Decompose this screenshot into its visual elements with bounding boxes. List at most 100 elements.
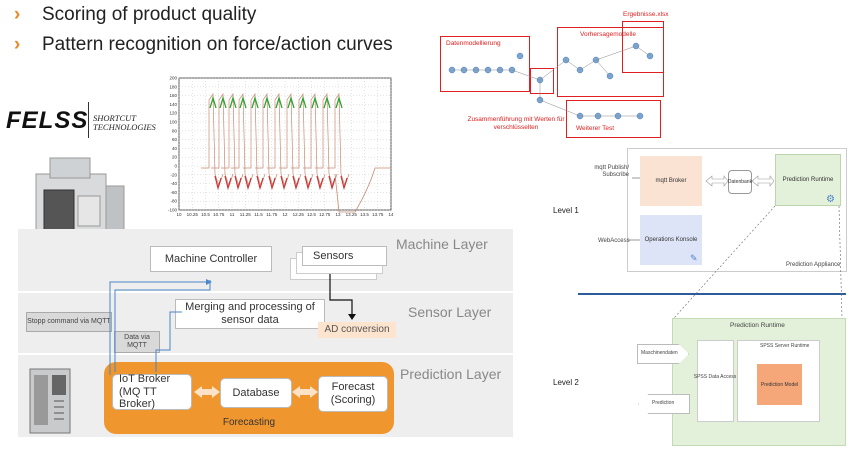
level-divider <box>578 293 846 295</box>
y-tick-label: -60 <box>170 190 177 195</box>
machine-layer-title: Machine Layer <box>396 236 488 252</box>
webaccess-label: WebAccess <box>598 238 630 244</box>
green-peak-marker <box>335 95 343 109</box>
mqtt-publish-label: mqtt Publish/ Subscribe <box>594 165 629 179</box>
machine-data-arrow <box>637 344 689 364</box>
y-tick-label: -40 <box>170 181 177 186</box>
green-peak-marker <box>299 95 307 109</box>
plc-device-image <box>28 367 72 435</box>
red-dip-marker <box>340 175 348 191</box>
x-tick-label: 12.75 <box>319 212 331 217</box>
green-peak-marker <box>251 95 259 109</box>
prediction-model-box: Prediction Model <box>757 364 802 405</box>
datenmodellierung-box <box>440 36 530 92</box>
red-dip-marker <box>280 175 288 191</box>
x-tick-label: 13.75 <box>372 212 384 217</box>
machine-data-label: Maschinendaten <box>641 350 678 356</box>
red-dip-marker <box>268 175 276 191</box>
y-tick-label: 60 <box>172 137 178 142</box>
sensor-layer-title: Sensor Layer <box>408 304 492 320</box>
mqtt-broker-box: mqtt Broker <box>640 156 702 206</box>
y-tick-label: 100 <box>169 120 177 125</box>
x-tick-label: 13 <box>335 212 341 217</box>
database-box: Database <box>220 378 292 408</box>
x-tick-label: 10 <box>176 212 182 217</box>
ad-conversion-box: AD conversion <box>318 322 396 338</box>
spss-access-label: SPSS Data Access <box>693 374 737 380</box>
data-via-mqtt-callout: Data via MQTT <box>114 331 160 353</box>
red-dip-marker <box>244 175 252 191</box>
x-tick-label: 13.25 <box>346 212 358 217</box>
x-tick-label: 13.5 <box>360 212 369 217</box>
red-dip-marker <box>316 175 324 191</box>
stop-command-callout: Stopp command via MQTT <box>26 312 112 332</box>
red-dip-marker <box>256 175 264 191</box>
x-tick-label: 11 <box>230 212 235 217</box>
green-peak-marker <box>323 95 331 109</box>
datenmodellierung-label: Datenmodellierung <box>446 40 501 47</box>
x-tick-label: 12.25 <box>293 212 305 217</box>
red-dip-marker <box>214 175 222 191</box>
level1-label: Level 1 <box>553 206 579 215</box>
weiterer-test-box <box>566 100 661 138</box>
felss-logo: FELSS <box>6 107 89 134</box>
red-dip-marker <box>328 175 336 191</box>
y-tick-label: 20 <box>172 155 178 160</box>
x-tick-label: 12 <box>282 212 288 217</box>
green-peak-marker <box>263 95 271 109</box>
green-peak-marker <box>219 95 227 109</box>
bullet-quality: › Scoring of product quality <box>14 4 256 26</box>
y-tick-label: -20 <box>170 172 177 177</box>
datastore-box: Datenbank <box>728 170 752 194</box>
workflow-diagram: Datenmodellierung Vorhersagemodelle Erge… <box>440 0 669 140</box>
prediction-layer-title: Prediction Layer <box>400 366 502 382</box>
bullet-text: Scoring of product quality <box>42 4 257 25</box>
y-tick-label: 80 <box>172 128 178 133</box>
merging-processing-box: Merging and processing of sensor data <box>175 299 325 329</box>
chevron-icon: › <box>14 34 21 55</box>
red-dip-marker <box>224 175 232 191</box>
green-peak-marker <box>287 95 295 109</box>
prediction-label: Prediction <box>652 400 675 406</box>
runtime-container-label: Prediction Runtime <box>730 322 785 329</box>
red-dip-marker <box>234 175 242 191</box>
red-dip-marker <box>304 175 312 191</box>
operations-console-box: Operations Konsole <box>640 215 702 265</box>
x-tick-label: 10.5 <box>201 212 210 217</box>
prediction-runtime-box: Prediction Runtime <box>775 154 841 206</box>
red-dip-marker <box>292 175 300 191</box>
merge-note: Zusammenführung mit Werten für verschlüs… <box>467 116 565 131</box>
logo-divider <box>88 102 89 138</box>
y-tick-label: 0 <box>174 164 177 169</box>
x-tick-label: 12.5 <box>307 212 316 217</box>
tagline-line-2: TECHNOLOGIES <box>93 122 156 133</box>
y-tick-label: 120 <box>169 111 177 116</box>
y-tick-label: 160 <box>169 93 177 98</box>
x-tick-label: 11.5 <box>254 212 263 217</box>
y-tick-label: 40 <box>172 146 178 151</box>
x-tick-label: 14 <box>388 212 394 217</box>
sensors-box: Sensors <box>302 246 387 266</box>
bullet-pattern: ›Pattern recognition on force/action cur… <box>14 34 393 56</box>
y-tick-label: -100 <box>168 208 178 213</box>
green-peak-marker <box>209 95 217 109</box>
y-tick-label: 140 <box>169 102 177 107</box>
gear-icon: ⚙ <box>826 194 835 205</box>
green-peak-marker <box>275 95 283 109</box>
spss-access-box <box>697 340 734 422</box>
spss-runtime-label: SPSS Server Runtime <box>760 343 810 349</box>
vorhersagemodelle-label: Vorhersagemodelle <box>580 31 637 38</box>
merge-box <box>530 68 554 94</box>
x-tick-label: 10.25 <box>187 212 199 217</box>
appliance-label: Prediction Appliance <box>786 262 841 268</box>
forecast-box: Forecast (Scoring) <box>318 376 388 412</box>
weiterer-test-label: Weiterer Test <box>576 125 615 132</box>
chevron-icon: › <box>14 4 21 25</box>
tagline-line-1: SHORTCUT <box>93 113 136 123</box>
wrench-icon: ✎ <box>690 253 698 263</box>
x-tick-label: 11.75 <box>266 212 277 217</box>
ergebnisse-label: Ergebnisse.xlsx <box>623 11 669 18</box>
